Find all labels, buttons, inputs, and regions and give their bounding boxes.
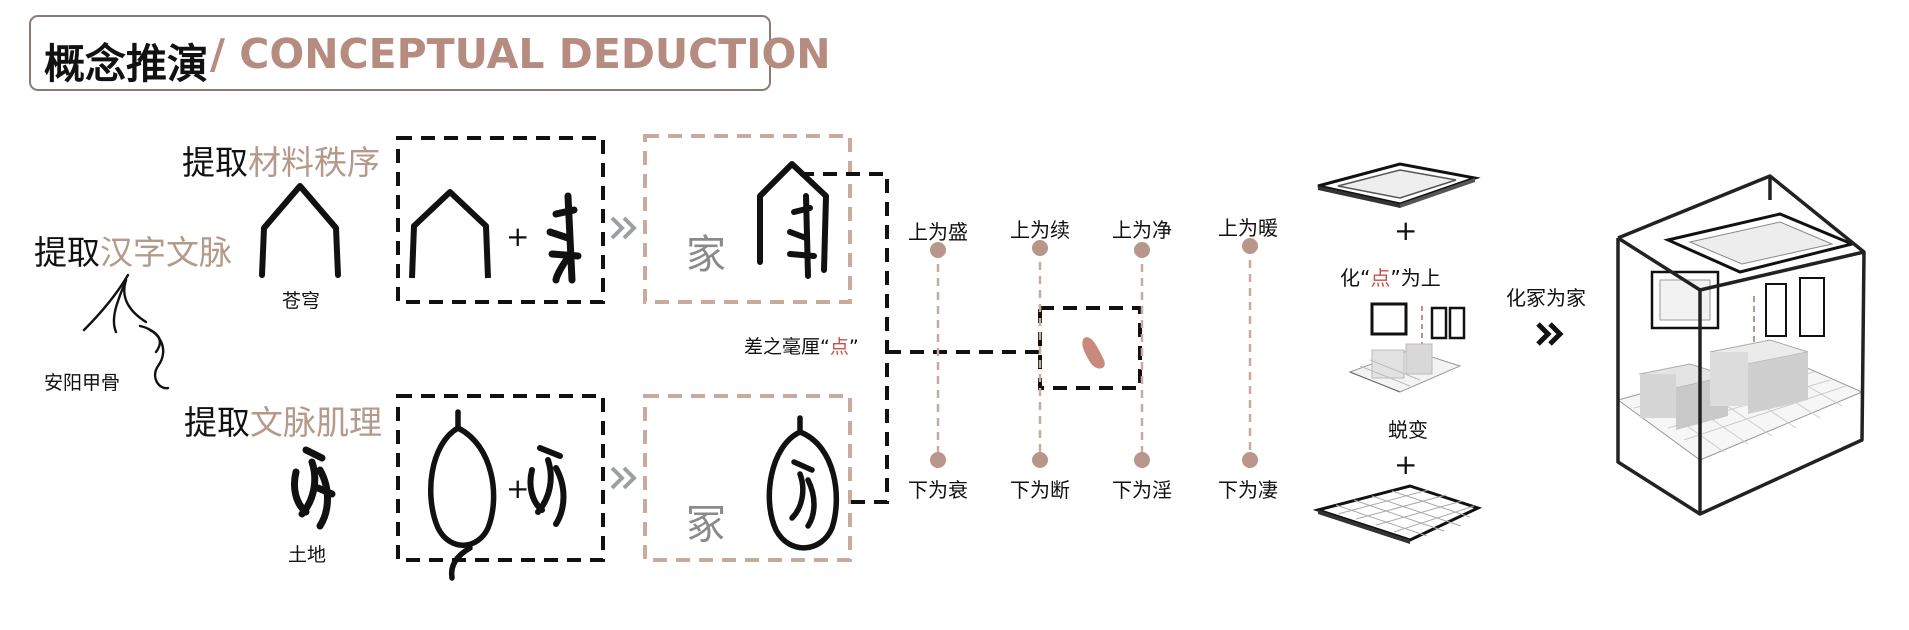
pair-1-bottom: 下为衰 bbox=[908, 478, 968, 502]
bottom-result-box bbox=[643, 394, 852, 562]
bottom-plus-sign: + bbox=[506, 472, 530, 505]
top-result-box bbox=[643, 134, 852, 304]
heading-hanzi-context: 提取汉字文脉 bbox=[34, 226, 232, 274]
pair-2-top: 上为续 bbox=[1010, 218, 1070, 242]
dot-stroke-icon bbox=[1082, 337, 1105, 369]
pair-line-1 bbox=[930, 242, 946, 468]
vault-glyph bbox=[259, 183, 341, 278]
phrase-suffix: 为上 bbox=[1400, 266, 1441, 290]
vault-caption: 苍穹 bbox=[282, 290, 321, 312]
heading-prefix: 提取 bbox=[34, 233, 100, 272]
page-title-zh: 概念推演 bbox=[44, 40, 208, 88]
top-plus-sign: + bbox=[506, 220, 530, 253]
top-combine-box bbox=[396, 136, 605, 304]
quote-close: ” bbox=[1390, 266, 1401, 290]
bottom-combine-seed bbox=[428, 409, 497, 581]
heading-prefix: 提取 bbox=[184, 403, 250, 442]
transform-plus-bottom: + bbox=[1394, 448, 1418, 481]
pair-line-2 bbox=[1032, 240, 1048, 468]
bottom-merged-glyph bbox=[766, 415, 840, 551]
final-house bbox=[1616, 174, 1866, 516]
ceiling-panel bbox=[1317, 162, 1481, 208]
bottom-combine-box bbox=[396, 394, 605, 562]
top-combine-vault bbox=[409, 189, 491, 279]
bottom-combine-earth bbox=[527, 445, 567, 527]
phrase-prefix: 化 bbox=[1340, 266, 1360, 290]
dot-box bbox=[1038, 306, 1142, 390]
pair-3-top: 上为净 bbox=[1112, 218, 1172, 242]
pair-1-top: 上为盛 bbox=[908, 220, 968, 244]
pair-line-3 bbox=[1134, 242, 1150, 468]
chevron-icon-top bbox=[610, 216, 637, 240]
phrase-highlight: 点 bbox=[1370, 266, 1391, 290]
oracle-caption: 安阳甲骨 bbox=[44, 372, 121, 394]
quote-open: “ bbox=[1360, 266, 1371, 290]
pair-4-top: 上为暖 bbox=[1218, 216, 1278, 240]
heading-material-order: 提取材料秩序 bbox=[182, 136, 380, 184]
title-box bbox=[29, 15, 771, 91]
pair-3-bottom: 下为淫 bbox=[1112, 478, 1172, 502]
quote-open: “ bbox=[820, 336, 830, 358]
oracle-bone-glyph bbox=[82, 273, 170, 390]
pair-2-bottom: 下为断 bbox=[1010, 478, 1070, 502]
result-label: 化冢为家 bbox=[1506, 286, 1586, 310]
top-combine-roof-glyph bbox=[546, 192, 582, 284]
chevron-icon-bottom bbox=[610, 466, 637, 490]
top-merged-character: 家 bbox=[686, 232, 726, 278]
earth-glyph bbox=[290, 446, 336, 530]
pair-4-bottom: 下为凄 bbox=[1218, 478, 1278, 502]
transform-plus-top: + bbox=[1394, 214, 1418, 247]
heading-accent: 材料秩序 bbox=[248, 143, 380, 182]
result-chevron-icon bbox=[1536, 322, 1564, 346]
floor-grid bbox=[1312, 484, 1483, 544]
transform-caption: 蜕变 bbox=[1388, 418, 1428, 442]
transform-phrase: 化“点”为上 bbox=[1340, 262, 1441, 291]
dot-caption-highlight: 点 bbox=[829, 336, 849, 358]
page-title-en: / CONCEPTUAL DEDUCTION bbox=[210, 30, 831, 78]
pair-line-4 bbox=[1242, 238, 1258, 468]
heading-accent: 文脉肌理 bbox=[250, 403, 382, 442]
quote-close: ” bbox=[848, 336, 859, 358]
earth-caption: 土地 bbox=[288, 544, 327, 566]
dot-caption: 差之毫厘“点” bbox=[744, 332, 859, 359]
heading-prefix: 提取 bbox=[182, 143, 248, 182]
dot-caption-prefix: 差之毫厘 bbox=[744, 336, 821, 358]
bottom-merged-character: 冢 bbox=[686, 502, 726, 548]
heading-accent: 汉字文脉 bbox=[100, 233, 232, 272]
dark-connector-path bbox=[800, 172, 1040, 504]
heading-context-texture: 提取文脉肌理 bbox=[184, 396, 382, 444]
transformation-room-icon bbox=[1348, 302, 1466, 393]
top-merged-glyph bbox=[757, 161, 829, 279]
